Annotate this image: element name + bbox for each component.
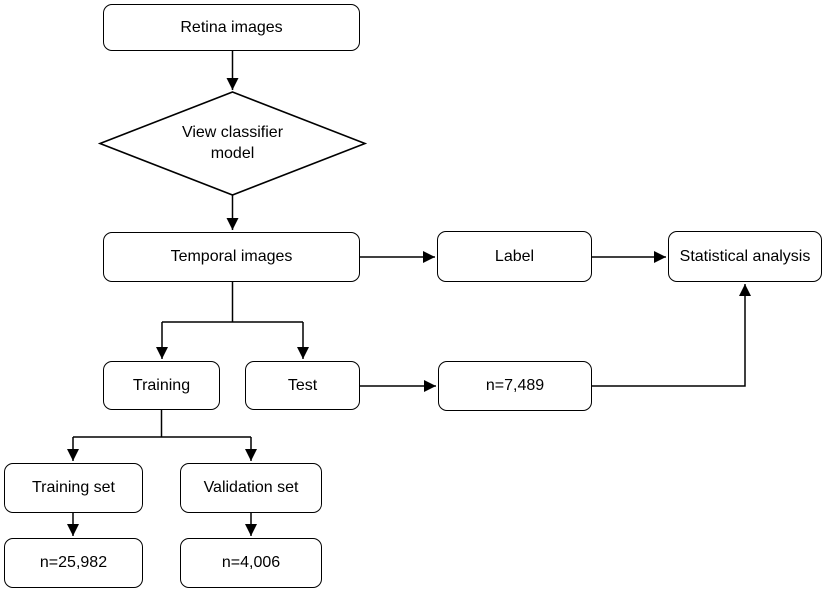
node-retina-images-label: Retina images <box>180 18 283 36</box>
node-training-label: Training <box>132 376 191 394</box>
node-validation-set: Validation set <box>180 463 322 513</box>
edge-n-test-to-statistical <box>592 284 751 387</box>
node-n-training-count-label: n=25,982 <box>39 554 108 571</box>
node-test-label: Test <box>287 376 318 394</box>
node-view-classifier-model-label: View classifier model <box>181 123 284 162</box>
node-temporal-images: Temporal images <box>103 232 360 282</box>
node-view-classifier-model: View classifier model <box>133 118 332 169</box>
node-n-validation-count-label: n=4,006 <box>221 554 281 571</box>
node-label: Label <box>437 231 592 282</box>
node-n-test-count-label: n=7,489 <box>485 377 545 394</box>
node-temporal-images-label: Temporal images <box>170 248 293 265</box>
node-training: Training <box>103 361 220 410</box>
node-n-training-count: n=25,982 <box>4 538 143 588</box>
node-training-set-label: Training set <box>32 479 115 496</box>
node-retina-images: Retina images <box>103 4 360 51</box>
node-statistical-analysis-label: Statistical analysis <box>679 247 811 265</box>
node-training-set: Training set <box>4 463 143 513</box>
node-label-label: Label <box>494 247 535 265</box>
node-validation-set-label: Validation set <box>203 479 299 496</box>
node-n-test-count: n=7,489 <box>438 361 592 411</box>
node-test: Test <box>245 361 360 410</box>
node-n-validation-count: n=4,006 <box>180 538 322 588</box>
node-statistical-analysis: Statistical analysis <box>668 231 822 282</box>
